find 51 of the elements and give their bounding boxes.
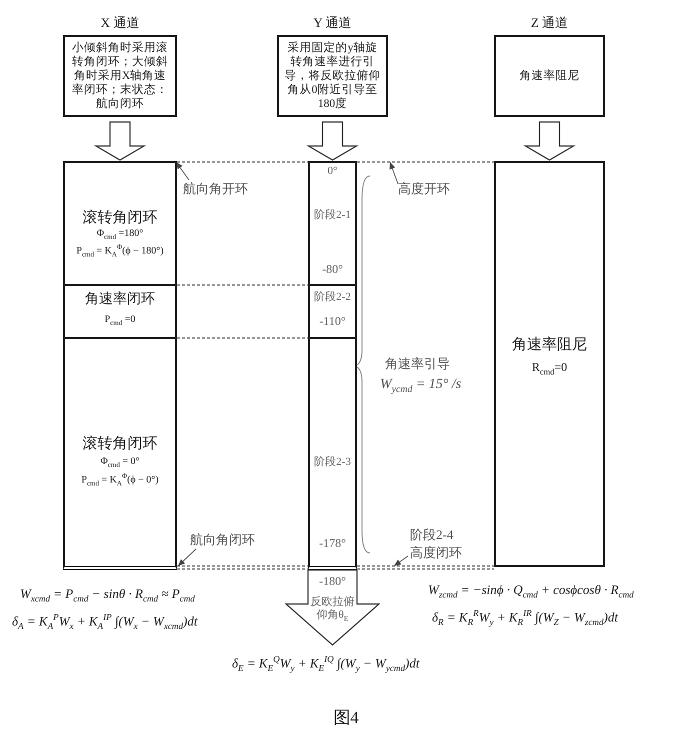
annotation-text: 航向角开环 [183,180,263,198]
phase-block [308,284,357,339]
block-text: P$_{cmd}$ =0 [104,314,136,328]
leader-line [176,162,190,180]
channel-heading: Z 通道 [530,14,570,32]
block-arrow [523,121,576,161]
annotation-text: 高度开环 [398,180,468,198]
phase-block [63,337,177,570]
arrow-text: 反欧拉俯仰角θ$_{E}$ [310,596,356,624]
block-text: 阶段2-1 [313,208,352,222]
annotation-text: 航向角闭环 [190,531,270,549]
block-text: Φ$_{cmd}$ =180° [96,228,144,242]
phase-block [308,161,357,286]
block-text: P$_{cmd}$ = K$_{A}$$^{Φ}$(ϕ − 180°) [75,242,165,259]
formula: W$_{zcmd}$ = −sinϕ · Q$_{cmd}$ + cosϕcosθ · R$_{cmd}$ [428,582,634,600]
block-text: 滚转角闭环 [82,435,158,454]
block-arrow [94,121,146,161]
figure-caption: 图4 [332,707,360,729]
block-text: 角速率引导 [385,355,450,373]
angle-text: -180° [318,574,347,588]
block-text: -80° [321,262,344,277]
block-text: 角速率阻尼 [511,336,588,354]
formula: δ$_{E}$ = K$_{E}$$^{Q}$W$_{y}$ + K$_{E}$$^{IQ}$ ∫(W$_{y}$ − W$_{ycmd}$)dt [232,654,420,673]
block-text: -110° [318,314,347,328]
phase-block [63,284,177,339]
formula: δ$_{A}$ = K$_{A}$$^{P}$W$_{x}$ + K$_{A}$$^{IP}$ ∫(W$_{x}$ − W$_{xcmd}$)dt [12,612,198,631]
block-text: 阶段2-3 [313,456,352,469]
leader-line [394,556,408,566]
block-text: 角速率闭环 [84,292,156,309]
block-text: P$_{cmd}$ = K$_{A}$$^{Φ}$(ϕ − 0°) [80,472,160,488]
block-text: R$_{cmd}$=0 [530,360,568,378]
phase-block [308,337,357,570]
channel-heading: X 通道 [100,14,140,32]
formula: δ$_{R}$ = K$_{R}$$^{R}$W$_{y}$ + K$_{R}$$^{IR}$ ∫(W$_{Z}$ − W$_{zcmd}$)dt [432,608,618,627]
block-text: 阶段2-2 [313,291,352,304]
phase-block [63,161,177,286]
channel-heading: Y 通道 [312,14,353,32]
block-text: 滚转角闭环 [82,208,158,227]
block-text: 0° [326,165,338,179]
annotation-text: 阶段2-4 高度闭环 [410,526,474,562]
formula: W$_{ycmd}$ = 15° /s [380,377,462,395]
phase-block [494,161,605,567]
text-box: 小倾斜角时采用滚转角闭环；大倾斜角时采用X轴角速率闭环；末状态：航向闭环 [63,35,177,117]
leader-line [390,162,398,184]
block-text: -178° [318,536,347,550]
text-box: 采用固定的y轴旋转角速率进行引导，将反欧拉俯仰角从0附近引导至 180度 [277,35,388,117]
block-arrow [306,121,359,161]
leader-line [178,548,196,566]
block-text: Φ$_{cmd}$ = 0° [99,456,140,470]
text-box: 角速率阻尼 [494,35,605,117]
formula: W$_{xcmd}$ = P$_{cmd}$ − sinθ · R$_{cmd}$ ≈ P$_{cmd}$ [20,586,195,604]
